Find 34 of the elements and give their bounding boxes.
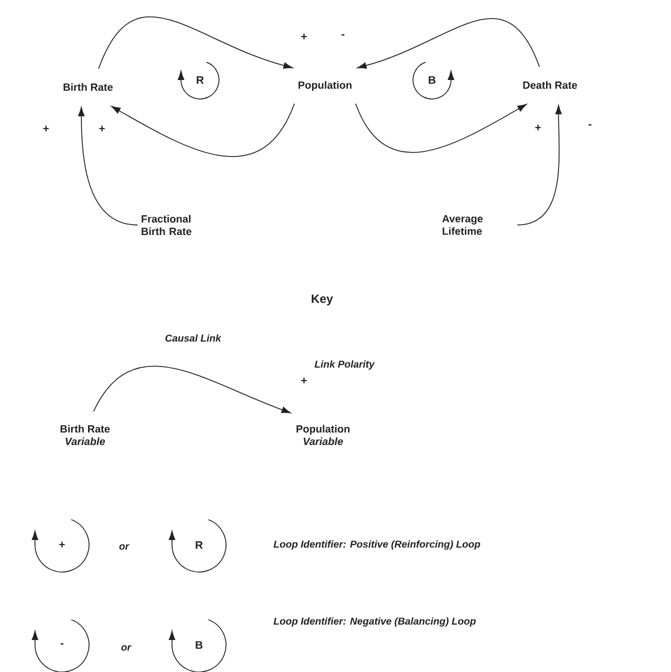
polarity-sign: + [42, 124, 50, 134]
key-text: Loop Identifier: Negative (Balancing) Loop [274, 617, 476, 627]
loop-identifier: + [32, 519, 90, 572]
key-text: or [121, 645, 132, 651]
variable-label: Population [298, 81, 352, 91]
causal-arrow [357, 18, 540, 69]
variable-label: Birth Rate [64, 83, 113, 91]
polarity-sign: - [340, 33, 346, 39]
loop-identifier: B [412, 62, 454, 100]
polarity-sign: + [300, 32, 308, 42]
causal-arrow [111, 103, 295, 157]
key-text: Loop Identifier: Positive (Reinforcing) Loop [274, 540, 480, 550]
variable-label: Fractional Birth Rate [142, 214, 192, 236]
causal-arrow [93, 366, 291, 414]
loop-identifier: R [168, 519, 226, 572]
causal-arrow [78, 107, 138, 226]
causal-arrow [517, 105, 562, 226]
causal-arrow [355, 103, 527, 153]
loop-identifier: B [168, 619, 226, 672]
polarity-sign: - [587, 123, 593, 129]
variable-label: Average Lifetime [442, 215, 483, 235]
key-text: or [119, 544, 130, 550]
key-text: Causal Link [165, 334, 222, 342]
variable-label: Population Variable [296, 424, 350, 446]
causal-arrow [98, 16, 293, 70]
key-text: Link Polarity [314, 360, 375, 370]
loop-identifier: R [178, 62, 220, 100]
polarity-sign: + [98, 124, 106, 134]
key-text: Key [312, 294, 333, 306]
variable-label: Death Rate [523, 81, 578, 89]
variable-label: Birth Rate Variable [60, 424, 110, 446]
polarity-sign: + [300, 376, 308, 386]
polarity-sign: + [534, 124, 542, 132]
loop-identifier: - [32, 619, 90, 672]
